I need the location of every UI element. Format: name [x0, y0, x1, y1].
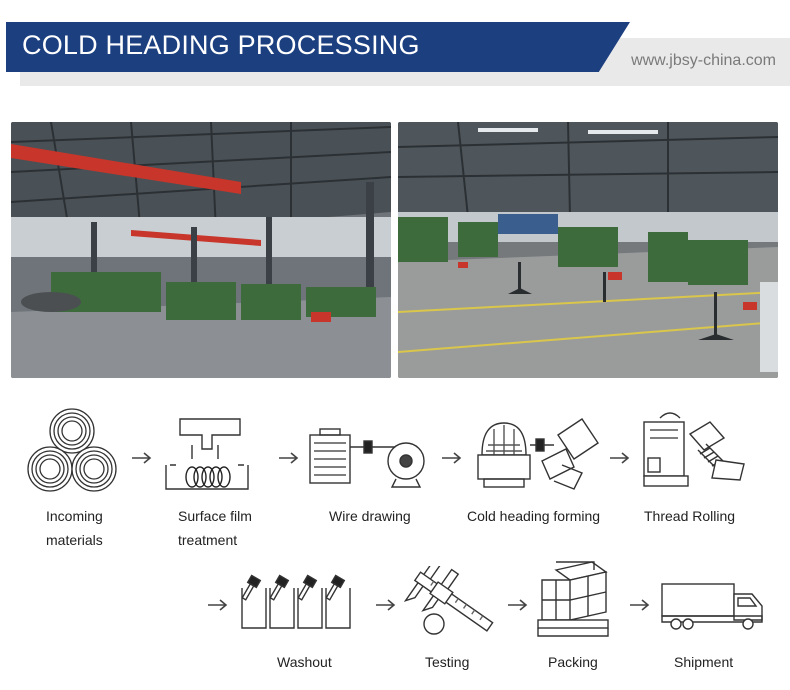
surface-treatment-icon — [162, 415, 252, 493]
arrow-right-icon — [508, 599, 528, 611]
truck-icon — [658, 580, 766, 632]
arrow-right-icon — [442, 452, 462, 464]
cold-heading-icon — [474, 415, 604, 495]
step-label-wire-drawing: Wire drawing — [329, 508, 411, 524]
step-label-incoming-2: materials — [46, 532, 103, 548]
website-link[interactable]: www.jbsy-china.com — [631, 52, 776, 69]
wire-drawing-icon — [306, 425, 434, 489]
caliper-icon — [404, 566, 500, 642]
step-label-surface: Surface film — [178, 508, 252, 524]
step-label-incoming: Incoming — [46, 508, 103, 524]
step-label-packing: Packing — [548, 654, 598, 670]
arrow-right-icon — [132, 452, 152, 464]
step-label-thread-rolling: Thread Rolling — [644, 508, 736, 524]
arrow-right-icon — [630, 599, 650, 611]
factory-photo-right — [398, 122, 778, 378]
step-label-shipment: Shipment — [674, 654, 734, 670]
arrow-right-icon — [208, 599, 228, 611]
factory-photo-left — [11, 122, 391, 378]
arrow-right-icon — [610, 452, 630, 464]
arrow-right-icon — [279, 452, 299, 464]
arrow-right-icon — [376, 599, 396, 611]
step-label-surface-2: treatment — [178, 532, 238, 548]
step-label-washout: Washout — [277, 654, 332, 670]
page-title: COLD HEADING PROCESSING — [22, 30, 420, 60]
thread-rolling-icon — [640, 408, 750, 490]
step-label-cold-heading: Cold heading forming — [467, 508, 601, 524]
header-blue-band — [6, 22, 630, 72]
box-pallet-icon — [536, 558, 612, 640]
step-label-testing: Testing — [425, 654, 470, 670]
washout-icon — [238, 574, 366, 634]
wire-coils-icon — [24, 405, 120, 497]
